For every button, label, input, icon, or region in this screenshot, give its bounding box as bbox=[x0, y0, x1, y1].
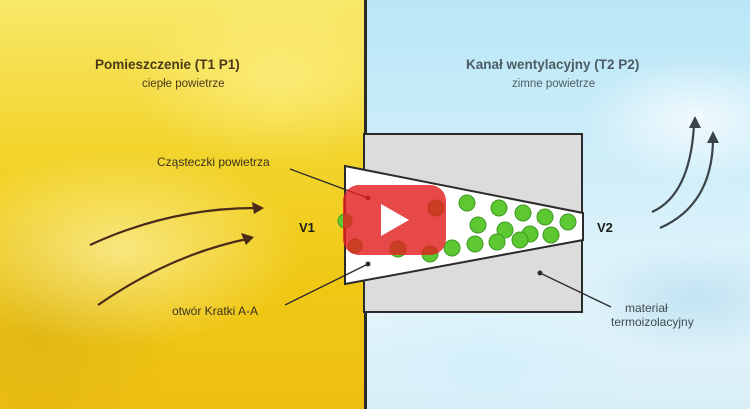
air-particles bbox=[337, 194, 577, 263]
warm-air-arrow-lower bbox=[97, 237, 248, 306]
opening-label: otwór Kratki A-A bbox=[172, 304, 259, 318]
left-panel-title: Pomieszczenie (T1 P1) bbox=[95, 57, 240, 72]
callout-line-material bbox=[539, 272, 612, 308]
cold-air-arrows bbox=[651, 124, 715, 230]
air-particle bbox=[542, 226, 560, 244]
arrow-head-cold-lower bbox=[707, 131, 719, 143]
v1-label: V1 bbox=[299, 220, 315, 235]
material-label-line1: materiał bbox=[625, 301, 668, 315]
air-particle bbox=[496, 221, 514, 239]
callout-dot-opening bbox=[365, 261, 371, 267]
youtube-play-icon bbox=[343, 185, 446, 255]
air-particle bbox=[536, 208, 554, 226]
air-particle bbox=[490, 199, 508, 217]
arrow-head-cold-upper bbox=[689, 116, 701, 128]
air-particle bbox=[488, 233, 506, 251]
material-label-line2: termoizolacyjny bbox=[611, 315, 694, 329]
callout-line-opening bbox=[284, 263, 369, 306]
warm-air-arrow-upper bbox=[89, 206, 257, 246]
air-particle bbox=[469, 216, 487, 234]
air-particle bbox=[514, 204, 532, 222]
particles-label: Cząsteczki powietrza bbox=[157, 155, 270, 169]
air-particle bbox=[466, 235, 484, 253]
callout-dot-material bbox=[537, 270, 543, 276]
warm-air-arrows bbox=[89, 206, 257, 306]
air-particle bbox=[458, 194, 476, 212]
arrow-head-lower bbox=[241, 233, 254, 245]
cold-air-arrow-lower bbox=[659, 139, 715, 230]
warm-room-background bbox=[0, 0, 366, 409]
air-particle bbox=[443, 239, 461, 257]
air-particle bbox=[511, 231, 529, 249]
arrow-head-upper bbox=[252, 202, 264, 214]
right-panel-title: Kanał wentylacyjny (T2 P2) bbox=[466, 57, 640, 72]
left-panel-subtitle: ciepłe powietrze bbox=[142, 78, 225, 90]
air-particle bbox=[559, 213, 577, 231]
right-panel-subtitle: zimne powietrze bbox=[512, 78, 596, 90]
v2-label: V2 bbox=[597, 220, 613, 235]
cold-air-arrow-upper bbox=[651, 124, 696, 214]
